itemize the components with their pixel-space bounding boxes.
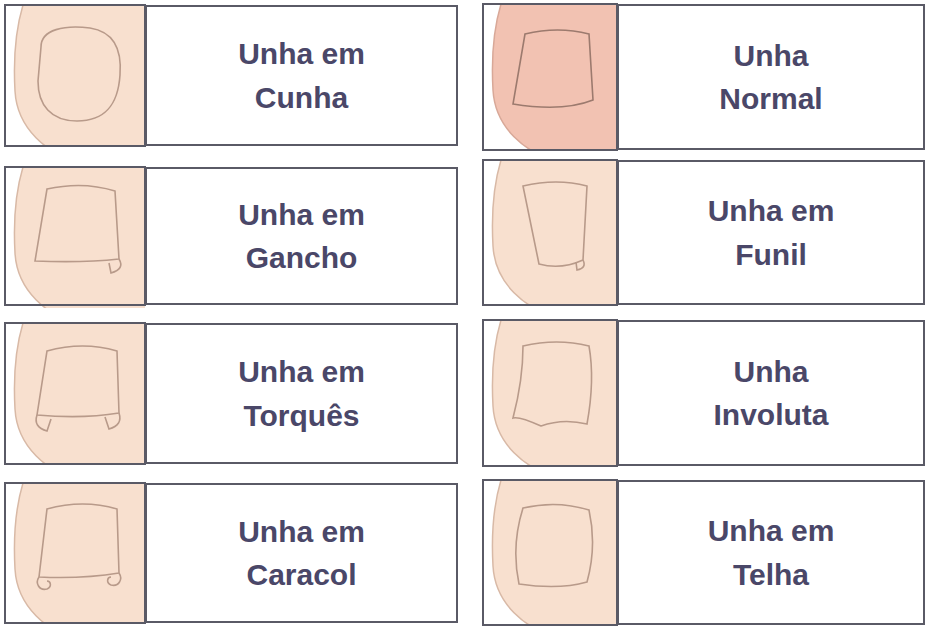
nail-snail — [5, 483, 165, 629]
label-box: Unha Involuta — [617, 320, 925, 466]
nail-pincer — [5, 323, 165, 483]
label-box: Unha em Funil — [617, 160, 925, 305]
label-box: Unha Normal — [617, 4, 925, 150]
label-box: Unha em Telha — [617, 480, 925, 625]
nail-type-label: Unha em Telha — [695, 509, 847, 596]
label-box: Unha em Caracol — [145, 483, 458, 623]
nail-type-label: Unha Normal — [695, 34, 847, 121]
nail-type-label: Unha em Caracol — [226, 510, 378, 597]
nail-wedge — [5, 5, 165, 165]
nail-hook — [5, 167, 165, 327]
label-box: Unha em Cunha — [145, 5, 458, 146]
nail-type-label: Unha Involuta — [695, 350, 847, 437]
nail-type-label: Unha em Funil — [695, 189, 847, 276]
label-box: Unha em Torquês — [145, 323, 458, 464]
nail-type-label: Unha em Torquês — [226, 350, 378, 437]
nail-type-label: Unha em Gancho — [226, 193, 378, 280]
nail-type-label: Unha em Cunha — [226, 32, 378, 119]
label-box: Unha em Gancho — [145, 167, 458, 305]
